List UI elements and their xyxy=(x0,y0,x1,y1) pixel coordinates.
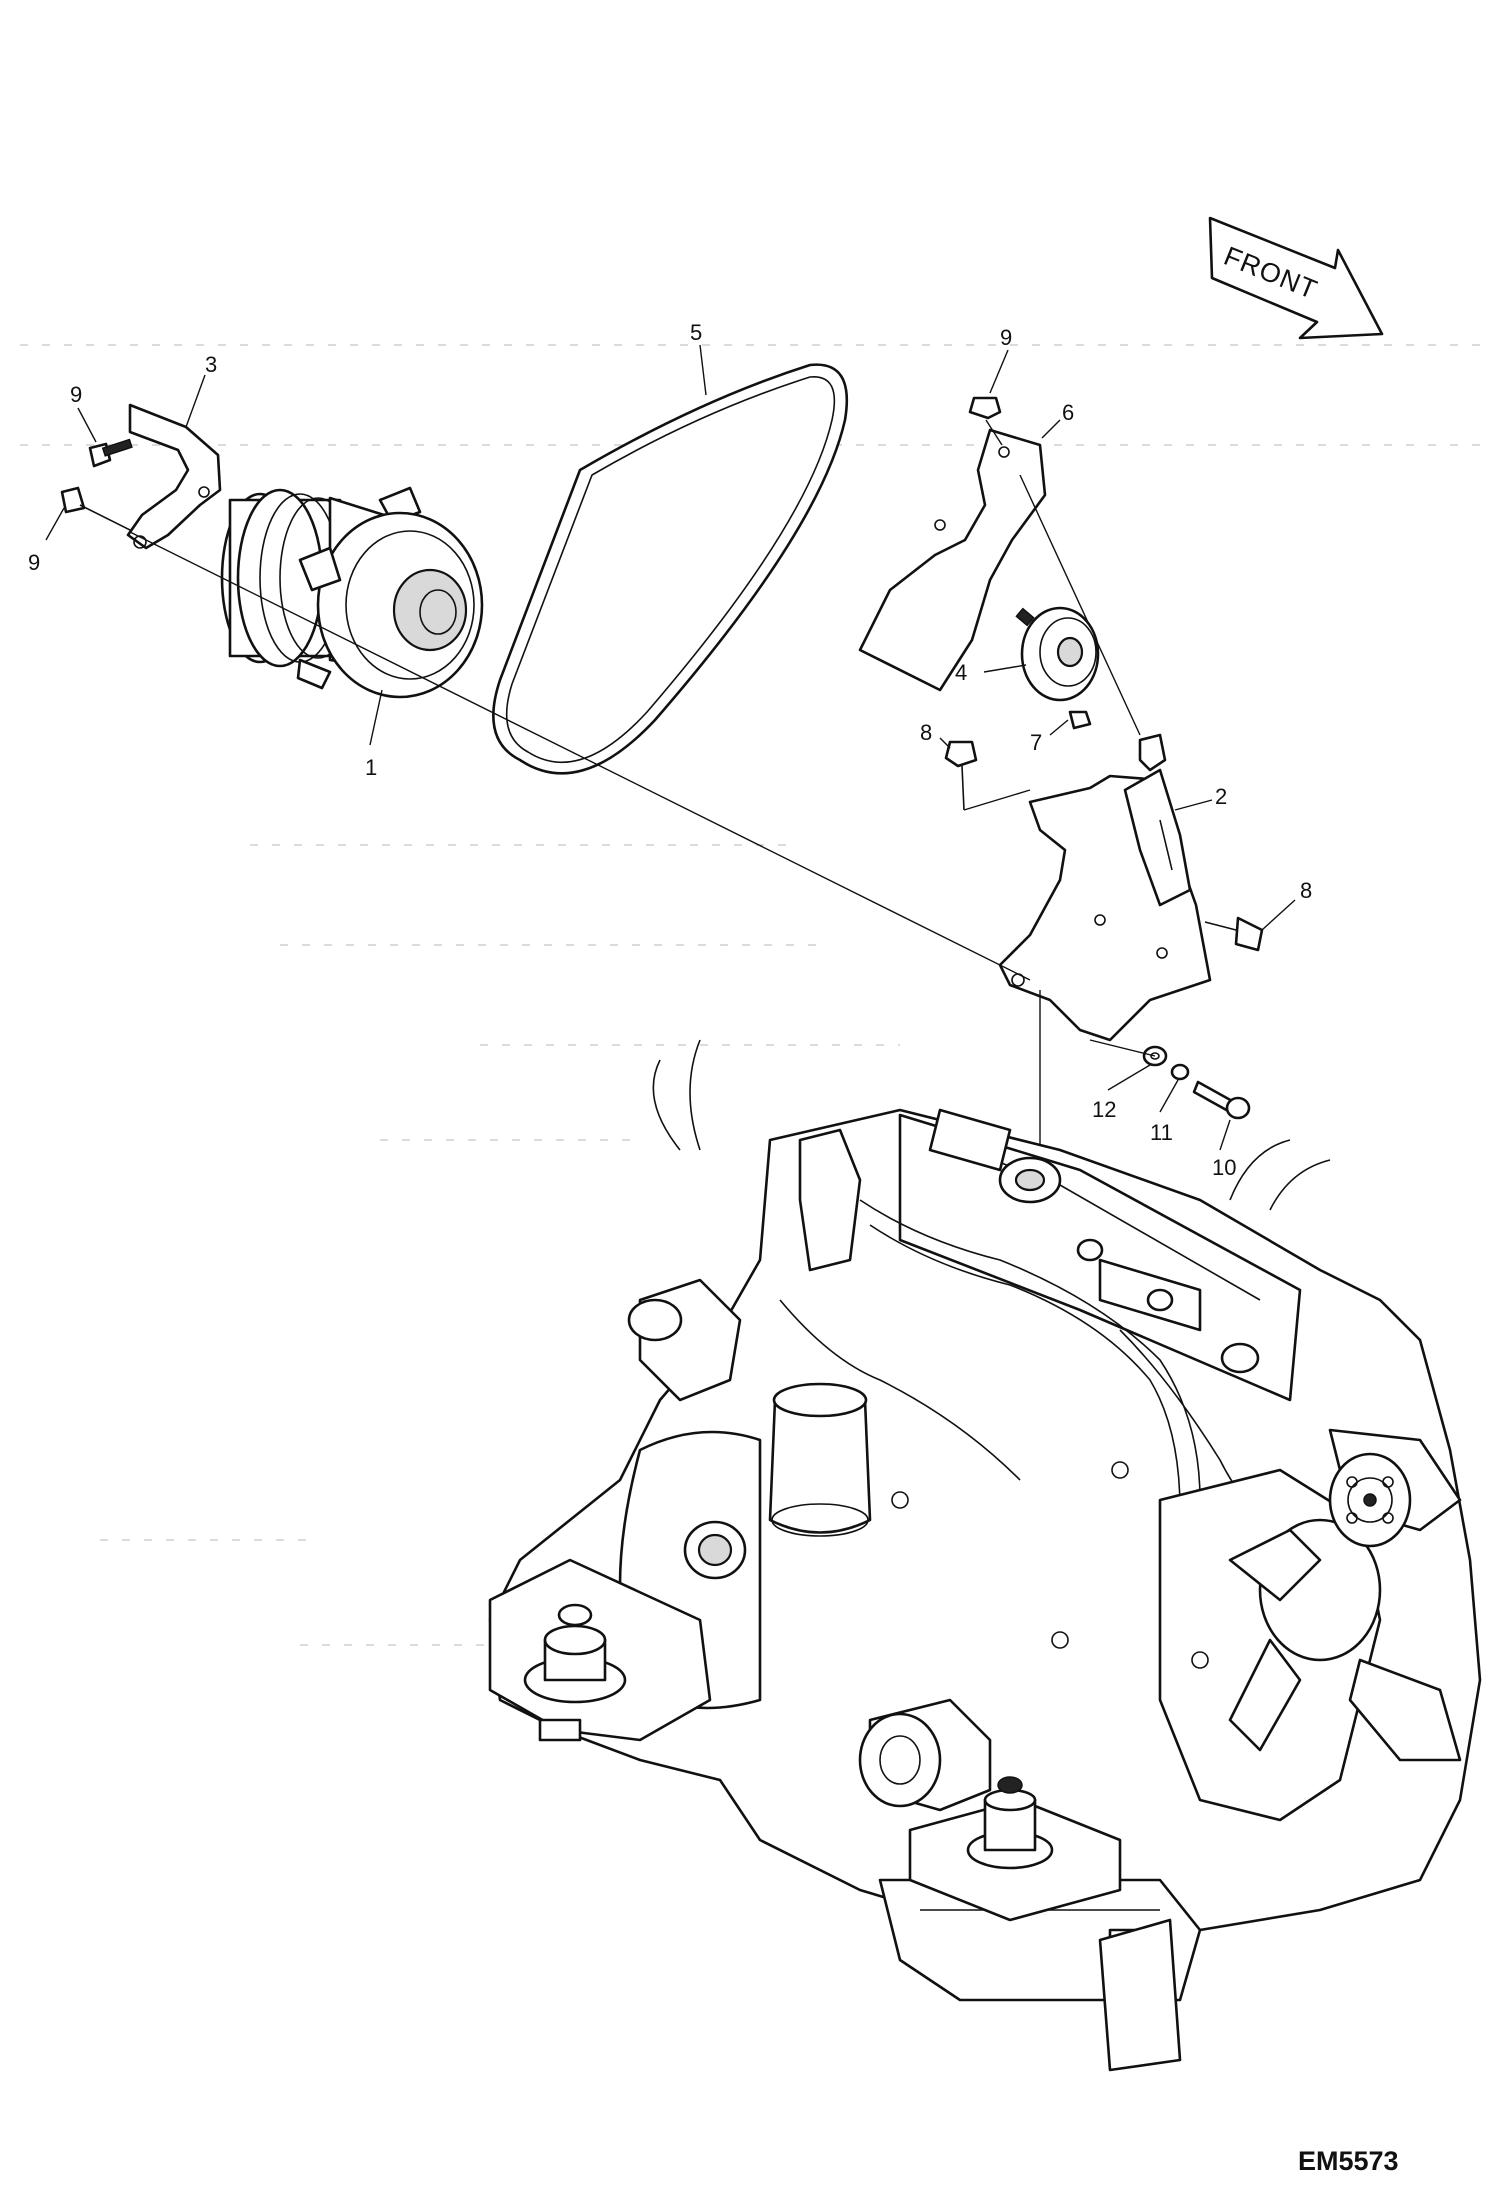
callout-8-right: 8 xyxy=(1300,878,1312,903)
bracket-part-3 xyxy=(126,403,222,550)
bolt-part-8-upper xyxy=(944,740,1031,811)
bracket-part-2 xyxy=(998,733,1212,1042)
idler-pulley-part-4 xyxy=(1015,606,1100,702)
callout-11: 11 xyxy=(1150,1120,1173,1145)
callout-9-left-lower: 9 xyxy=(28,550,40,575)
belt-part-5 xyxy=(492,363,849,775)
callout-4: 4 xyxy=(955,660,967,685)
callout-3: 3 xyxy=(205,352,217,377)
front-arrow: FRONT xyxy=(1208,216,1384,340)
nut-part-7 xyxy=(1068,710,1092,730)
lock-washer-part-11 xyxy=(1170,1063,1190,1081)
bolt-part-9-top xyxy=(968,396,1003,446)
callout-1: 1 xyxy=(365,755,377,780)
bolt-part-9-upper xyxy=(88,438,133,468)
callout-2: 2 xyxy=(1215,784,1227,809)
callout-6: 6 xyxy=(1062,400,1074,425)
bolt-part-9-lower xyxy=(60,486,131,531)
callout-7: 7 xyxy=(1030,730,1042,755)
callout-12: 12 xyxy=(1092,1097,1116,1122)
callouts: 1 2 3 4 5 6 7 8 8 9 9 9 10 11 12 xyxy=(28,320,1312,1180)
callout-10: 10 xyxy=(1212,1155,1236,1180)
callout-8-upper: 8 xyxy=(920,720,932,745)
callout-leaders xyxy=(45,344,1296,1151)
bolt-part-10 xyxy=(1192,1080,1251,1120)
figure-id: EM5573 xyxy=(1298,2146,1399,2176)
bolt-part-8-right xyxy=(1204,916,1264,952)
guard-part-6 xyxy=(858,428,1141,736)
compressor-part-1 xyxy=(220,486,484,699)
callout-9-left-upper: 9 xyxy=(70,382,82,407)
callout-5: 5 xyxy=(690,320,702,345)
callout-9-top: 9 xyxy=(1000,325,1012,350)
engine-assembly xyxy=(488,1039,1482,2072)
